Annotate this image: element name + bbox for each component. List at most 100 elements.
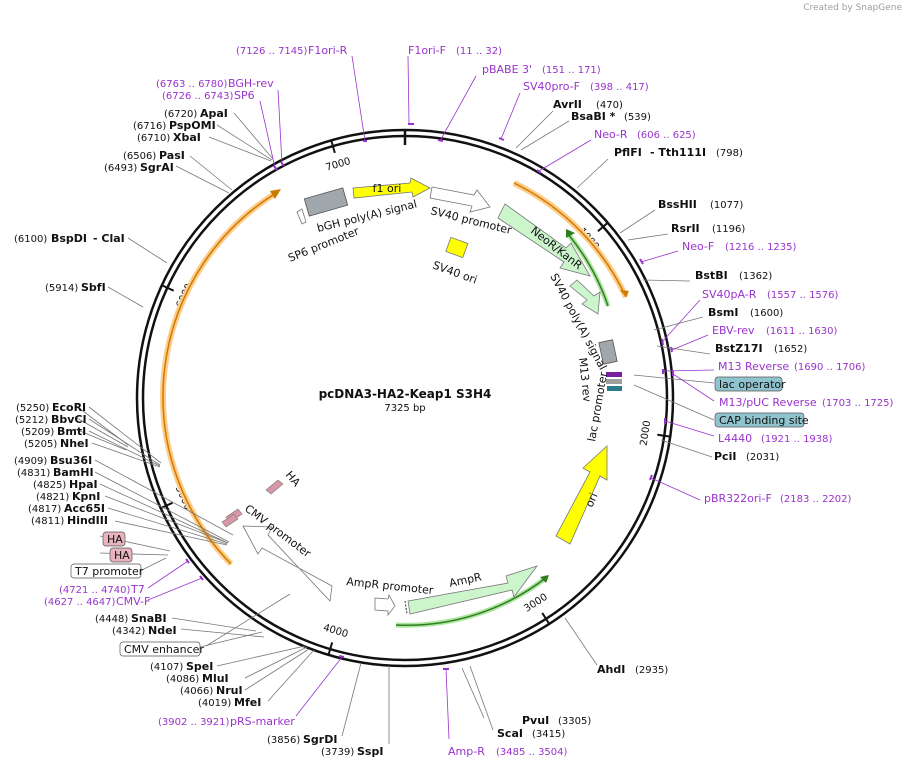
leader-lines <box>74 110 715 744</box>
enzyme-bsshii[interactable]: BssHII(1077) <box>658 198 743 211</box>
primer-m13puc-reverse[interactable]: M13/pUC Reverse(1703 .. 1725) <box>719 396 894 409</box>
enzyme-apai[interactable]: (6720)ApaI <box>164 107 228 120</box>
enzyme-mlui[interactable]: (4086)MluI <box>166 672 229 685</box>
svg-text:MfeI: MfeI <box>234 696 261 709</box>
enzyme-xbai[interactable]: (6710)XbaI <box>137 131 201 144</box>
feature-ampr-arrow[interactable] <box>407 565 539 615</box>
feature-lac-operator-box[interactable] <box>606 379 622 384</box>
svg-text:(1216 .. 1235): (1216 .. 1235) <box>725 242 797 253</box>
enzyme-bsabi[interactable]: BsaBI *(539) <box>571 110 651 123</box>
enzyme-sgrdi[interactable]: (3856)SgrDI <box>267 733 337 746</box>
enzyme-sspi[interactable]: (3739)SspI <box>321 745 383 758</box>
enzyme-bsmi[interactable]: BsmI(1600) <box>708 306 783 319</box>
enzyme-bstbi[interactable]: BstBI(1362) <box>695 269 772 282</box>
feature-m13-rev-box[interactable] <box>606 372 622 377</box>
enzyme-snabi[interactable]: (4448)SnaBI <box>95 612 167 625</box>
feature-sv40-polya-box[interactable] <box>598 339 618 365</box>
enzyme-acc65i[interactable]: (4817)Acc65I <box>28 502 105 515</box>
tick-mark-2000 <box>657 433 671 438</box>
svg-text:Acc65I: Acc65I <box>64 502 105 515</box>
boxed-lac-operator[interactable]: lac operator <box>714 376 786 392</box>
primer-sv40pa-r[interactable]: SV40pA-R(1557 .. 1576) <box>702 288 839 301</box>
primer-pbabe3[interactable]: pBABE 3'(151 .. 171) <box>482 63 601 76</box>
primer-neo-r[interactable]: Neo-R(606 .. 625) <box>594 128 696 141</box>
svg-text:(2031): (2031) <box>746 452 779 463</box>
primer-neo-f[interactable]: Neo-F(1216 .. 1235) <box>682 240 797 253</box>
enzyme-bmti[interactable]: (5209)BmtI <box>21 425 86 438</box>
enzyme-kpni[interactable]: (4821)KpnI <box>36 490 100 503</box>
enzyme-bstz17i[interactable]: BstZ17I(1652) <box>715 342 807 355</box>
enzyme-pasi[interactable]: (6506)PasI <box>123 149 185 162</box>
orf-arc-neo-line <box>513 182 627 298</box>
primer-l4440[interactable]: L4440(1921 .. 1938) <box>718 432 833 445</box>
svg-text:L4440: L4440 <box>718 432 752 445</box>
enzyme-ecori[interactable]: (5250)EcoRI <box>16 401 86 414</box>
enzyme-scai[interactable]: ScaI(3415) <box>497 727 565 740</box>
svg-text:(4107): (4107) <box>150 662 183 673</box>
boxed-t7-promoter[interactable]: T7 promoter <box>70 563 144 579</box>
svg-text:CMV-F: CMV-F <box>116 595 150 608</box>
svg-text:(6710): (6710) <box>137 133 170 144</box>
primer-t7[interactable]: (4721 .. 4740)T7 <box>59 583 145 596</box>
enzyme-nhei[interactable]: (5205)NheI <box>24 437 89 450</box>
feature-ori-arrow[interactable] <box>555 445 608 545</box>
enzyme-pcii[interactable]: PciI(2031) <box>714 450 779 463</box>
enzyme-bbvci[interactable]: (5212)BbvCI <box>15 413 87 426</box>
svg-text:MluI: MluI <box>202 672 229 685</box>
boxed-cmv-enhancer[interactable]: CMV enhancer <box>119 641 204 657</box>
boxed-ha-1[interactable]: HA <box>102 531 126 547</box>
enzyme-rsrii[interactable]: RsrII(1196) <box>671 222 745 235</box>
feature-neor-kanr-arrow[interactable] <box>497 203 591 277</box>
primer-f1ori-f[interactable]: F1ori-F(11 .. 32) <box>408 44 502 57</box>
svg-text:CAP binding site: CAP binding site <box>719 414 809 427</box>
svg-text:(470): (470) <box>596 100 623 111</box>
enzyme-pflfi[interactable]: PflFI- Tth111I(798) <box>614 146 743 159</box>
feature-bgh-polya-box[interactable] <box>303 187 349 217</box>
primer-sp6[interactable]: (6726 .. 6743)SP6 <box>162 89 255 102</box>
primer-bgh-rev[interactable]: (6763 .. 6780)BGH-rev <box>156 77 274 90</box>
enzyme-pvui[interactable]: PvuI(3305) <box>522 714 591 727</box>
snapgene-watermark: Created by SnapGene <box>803 3 902 13</box>
feature-ampr-promoter-arrow[interactable] <box>374 593 396 617</box>
enzyme-hpai[interactable]: (4825)HpaI <box>33 478 98 491</box>
enzyme-bsu36i[interactable]: (4909)Bsu36I <box>14 454 92 467</box>
feature-f1-ori-arrow[interactable] <box>352 177 431 199</box>
primer-ebv-rev[interactable]: EBV-rev(1611 .. 1630) <box>712 324 838 337</box>
boxed-ha-2[interactable]: HA <box>109 547 133 563</box>
enzyme-sbfi[interactable]: (5914)SbfI <box>45 281 106 294</box>
enzyme-pspomi[interactable]: (6716)PspOMI <box>133 119 216 132</box>
svg-text:(6763 .. 6780): (6763 .. 6780) <box>156 79 228 90</box>
primer-amp-r[interactable]: Amp-R(3485 .. 3504) <box>448 745 568 758</box>
primer-cmv-f[interactable]: (4627 .. 4647)CMV-F <box>44 595 150 608</box>
boxed-cap-binding-site[interactable]: CAP binding site <box>714 412 809 428</box>
svg-text:NdeI: NdeI <box>148 624 177 637</box>
enzyme-ahdi[interactable]: AhdI(2935) <box>597 663 668 676</box>
enzyme-bspdi[interactable]: (6100)BspDI- ClaI <box>14 232 125 245</box>
feature-ha-arrow-3[interactable] <box>221 513 239 528</box>
enzyme-bamhi[interactable]: (4831)BamHI <box>17 466 94 479</box>
primer-prs-marker[interactable]: (3902 .. 3921)pRS-marker <box>158 715 295 728</box>
feature-ha-arrow-1[interactable] <box>265 479 284 495</box>
feature-sv40-promoter-arrow[interactable] <box>429 186 491 213</box>
primer-pbr322ori-f[interactable]: pBR322ori-F(2183 .. 2202) <box>704 492 852 505</box>
feature-cmv-promoter-arrow[interactable] <box>242 525 333 602</box>
svg-text:(606 .. 625): (606 .. 625) <box>637 130 696 141</box>
feature-cap-site-box[interactable] <box>607 386 622 391</box>
svg-text:(5212): (5212) <box>15 415 48 426</box>
enzyme-avrii[interactable]: AvrII(470) <box>553 98 623 111</box>
enzyme-sgrai[interactable]: (6493)SgrAI <box>104 161 174 174</box>
feature-sv40-ori-box[interactable] <box>445 236 469 259</box>
svg-text:(1196): (1196) <box>712 224 745 235</box>
enzyme-mfei[interactable]: (4019)MfeI <box>198 696 261 709</box>
primer-sv40pro-f[interactable]: SV40pro-F(398 .. 417) <box>523 80 649 93</box>
svg-text:M13 Reverse: M13 Reverse <box>718 360 789 373</box>
enzyme-hindiii[interactable]: (4811)HindIII <box>31 514 108 527</box>
primer-m13-reverse[interactable]: M13 Reverse(1690 .. 1706) <box>718 360 866 373</box>
enzyme-nrui[interactable]: (4066)NruI <box>180 684 243 697</box>
enzyme-ndei[interactable]: (4342)NdeI <box>112 624 177 637</box>
enzyme-spei[interactable]: (4107)SpeI <box>150 660 213 673</box>
primer-f1ori-r[interactable]: (7126 .. 7145)F1ori-R <box>236 44 348 57</box>
feature-sp6-promoter-arrow[interactable] <box>296 208 307 225</box>
svg-text:BGH-rev: BGH-rev <box>228 77 274 90</box>
ampr-inner-green-head <box>540 575 549 583</box>
